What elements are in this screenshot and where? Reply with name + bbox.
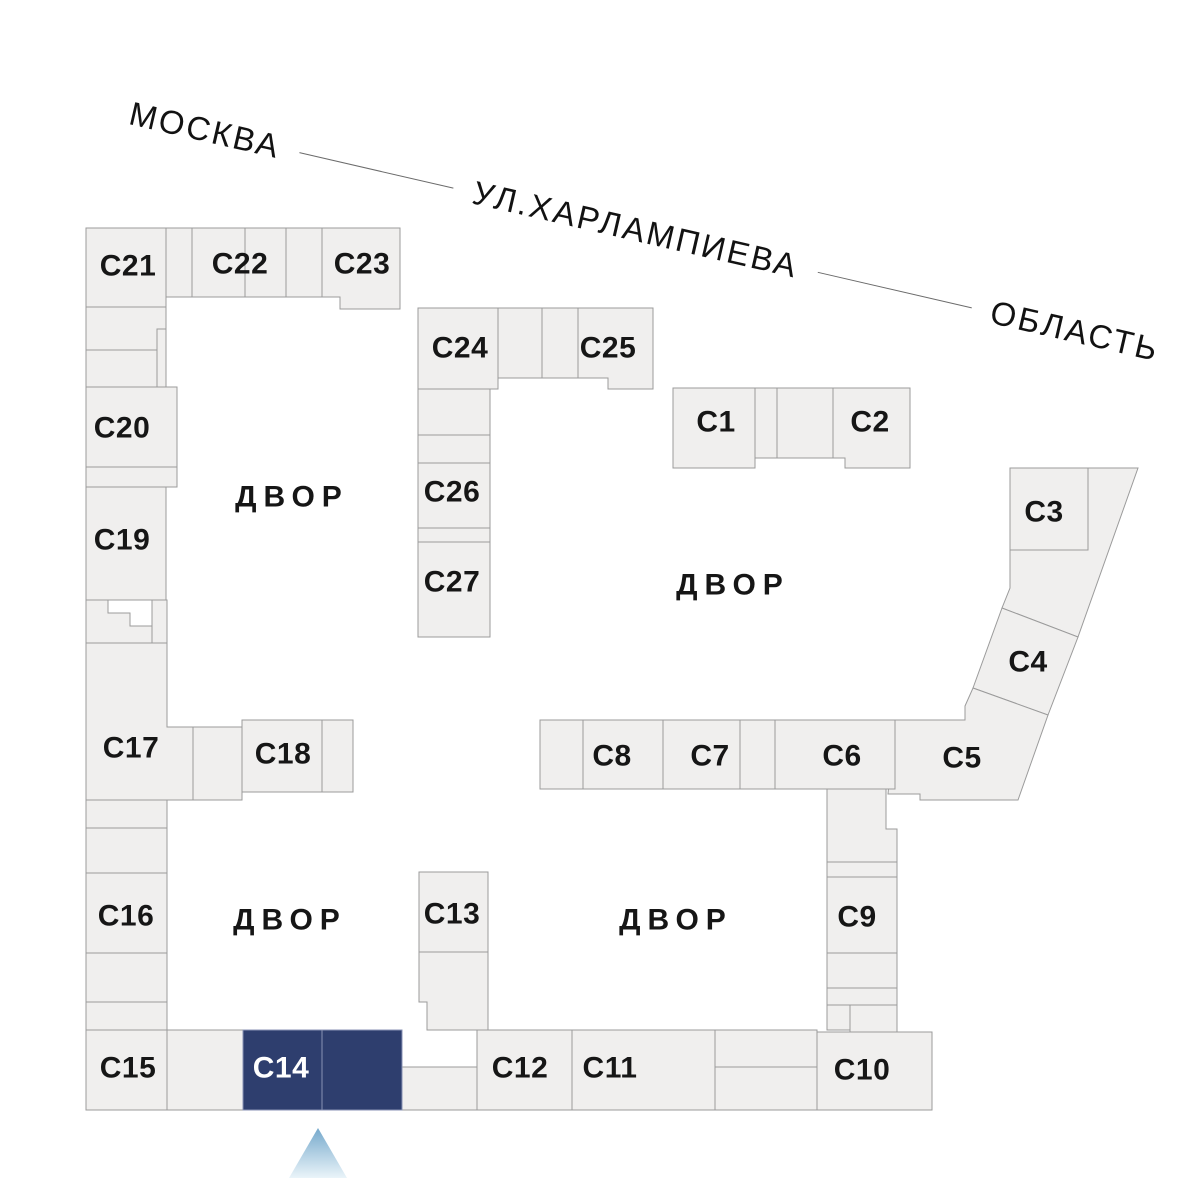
building-section [85,349,158,388]
building-section [85,1001,168,1031]
building-c4-label: С4 [1008,646,1047,679]
building-c22-label: С22 [212,248,269,281]
building-section [85,306,167,351]
building-section [85,599,153,644]
building-c19[interactable] [85,486,167,601]
building-c7-label: С7 [690,740,729,773]
building-section [151,599,168,644]
building-c10-label: С10 [834,1054,891,1087]
building-c12[interactable] [476,1029,573,1111]
building-c2[interactable] [832,387,911,469]
building-c16-label: С16 [98,900,155,933]
building-section [714,1066,818,1111]
building-section [85,799,168,829]
building-section [156,328,167,388]
courtyard-label: ДВОР [235,481,349,514]
building-c18-label: С18 [255,738,312,771]
courtyard-label: ДВОР [619,904,733,937]
building-c1[interactable] [672,387,756,469]
building-c13[interactable] [418,871,489,953]
building-c21[interactable] [85,227,167,308]
building-section [776,387,834,459]
building-c24-label: С24 [432,332,489,365]
building-section [417,527,491,543]
building-section [417,434,491,464]
building-section [826,788,898,863]
building-section [826,1004,851,1031]
building-c16[interactable] [85,872,168,954]
building-c13-label: С13 [424,898,481,931]
building-section [85,952,168,1003]
building-c26[interactable] [417,462,491,529]
building-section [166,1029,244,1111]
building-c26-label: С26 [424,476,481,509]
building-c12-label: С12 [492,1052,549,1085]
building-c25-label: С25 [580,332,637,365]
building-c6-label: С6 [822,740,861,773]
building-c6[interactable] [774,719,896,790]
building-c22[interactable] [191,227,287,298]
building-section [826,861,898,878]
building-section [739,719,776,790]
building-c5[interactable] [887,687,1049,801]
building-section [714,1029,818,1068]
building-c10[interactable] [816,1031,933,1111]
building-c8[interactable] [582,719,664,790]
building-section [192,726,243,801]
building-c14-label: С14 [253,1052,310,1085]
building-section [826,952,898,989]
building-c15[interactable] [85,1029,168,1111]
building-c17-label: С17 [103,732,160,765]
building-c21-label: С21 [100,250,157,283]
building-c24[interactable] [417,307,499,390]
building-c23[interactable] [321,227,401,310]
building-section [417,388,491,436]
building-c20-label: С20 [94,412,151,445]
building-section [285,227,323,298]
building-section [754,387,778,459]
building-c9-label: С9 [837,901,876,934]
building-c18[interactable] [241,719,354,793]
building-section [849,1004,898,1033]
building-c1-label: С1 [696,406,735,439]
building-section [539,719,584,790]
building-section [85,466,178,488]
building-section [826,987,898,1006]
building-c3-label: С3 [1024,496,1063,529]
building-c17[interactable] [85,642,194,801]
building-c20[interactable] [85,386,178,468]
building-c27-label: С27 [424,566,481,599]
building-c2-label: С2 [850,406,889,439]
courtyard-label: ДВОР [676,569,790,602]
building-c9[interactable] [826,876,898,954]
building-c19-label: С19 [94,524,151,557]
building-c11-label: С11 [583,1052,638,1085]
courtyard-label: ДВОР [233,904,347,937]
building-section [541,307,579,379]
building-c27[interactable] [417,541,491,638]
building-c3[interactable] [1009,467,1089,551]
building-section [165,227,193,298]
building-c23-label: С23 [334,248,391,281]
building-section [401,1066,478,1111]
building-c15-label: С15 [100,1052,157,1085]
selected-building-marker-icon [289,1128,347,1178]
building-c8-label: С8 [592,740,631,773]
building-c14[interactable] [242,1029,403,1111]
building-section [418,951,489,1031]
building-c25[interactable] [577,307,654,390]
building-section [85,827,168,874]
building-section [497,307,543,379]
building-c5-label: С5 [942,742,981,775]
